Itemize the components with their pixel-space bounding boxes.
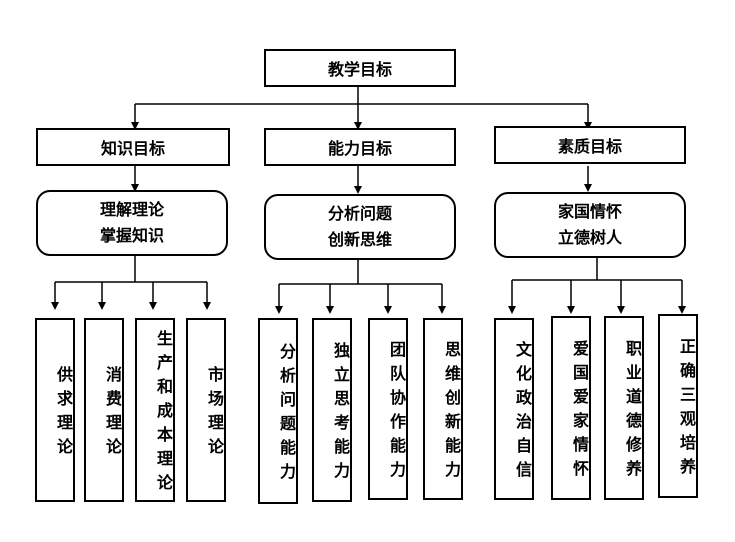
- leaf-box: 分析问题能力: [258, 318, 298, 504]
- leaf-box: 正确三观培养: [658, 314, 698, 498]
- category-label: 能力目标: [327, 139, 392, 158]
- leaf-label: 供求理论: [54, 366, 73, 462]
- category-label: 素质目标: [557, 137, 622, 156]
- leaf-box: 供求理论: [35, 318, 75, 502]
- goal-line: 立德树人: [557, 228, 622, 247]
- leaf-box: 爱国爱家情怀: [551, 316, 591, 500]
- root-label: 教学目标: [327, 60, 392, 79]
- goal-line: 家国情怀: [557, 202, 622, 221]
- goal-line: 理解理论: [99, 200, 164, 219]
- leaf-label: 正确三观培养: [677, 338, 696, 482]
- leaf-box: 生产和成本理论: [135, 318, 175, 502]
- goal-line: 创新思维: [327, 230, 392, 249]
- leaf-label: 爱国爱家情怀: [570, 340, 589, 484]
- leaf-box: 消费理论: [84, 318, 124, 502]
- category-knowledge: 知识目标: [36, 128, 230, 166]
- leaf-box: 思维创新能力: [423, 318, 463, 500]
- goal-knowledge: 理解理论 掌握知识: [36, 190, 228, 256]
- goal-ability: 分析问题 创新思维: [264, 194, 456, 260]
- category-label: 知识目标: [100, 139, 165, 158]
- leaf-box: 市场理论: [186, 318, 226, 502]
- leaf-label: 团队协作能力: [387, 341, 406, 485]
- category-ability: 能力目标: [264, 128, 456, 166]
- leaf-box: 文化政治自信: [494, 318, 534, 500]
- goal-line: 掌握知识: [99, 226, 164, 245]
- leaf-box: 团队协作能力: [368, 318, 408, 500]
- leaf-box: 职业道德修养: [604, 316, 644, 500]
- leaf-label: 消费理论: [103, 366, 122, 462]
- leaf-label: 职业道德修养: [623, 340, 642, 484]
- leaf-label: 分析问题能力: [277, 343, 296, 487]
- leaf-label: 生产和成本理论: [154, 330, 173, 498]
- leaf-label: 思维创新能力: [442, 341, 461, 485]
- goal-line: 分析问题: [327, 204, 392, 223]
- leaf-label: 文化政治自信: [513, 341, 532, 485]
- leaf-label: 市场理论: [205, 366, 224, 462]
- root-node: 教学目标: [264, 49, 456, 87]
- category-quality: 素质目标: [494, 126, 686, 164]
- leaf-label: 独立思考能力: [331, 342, 350, 486]
- leaf-box: 独立思考能力: [312, 318, 352, 502]
- goal-quality: 家国情怀 立德树人: [494, 192, 686, 258]
